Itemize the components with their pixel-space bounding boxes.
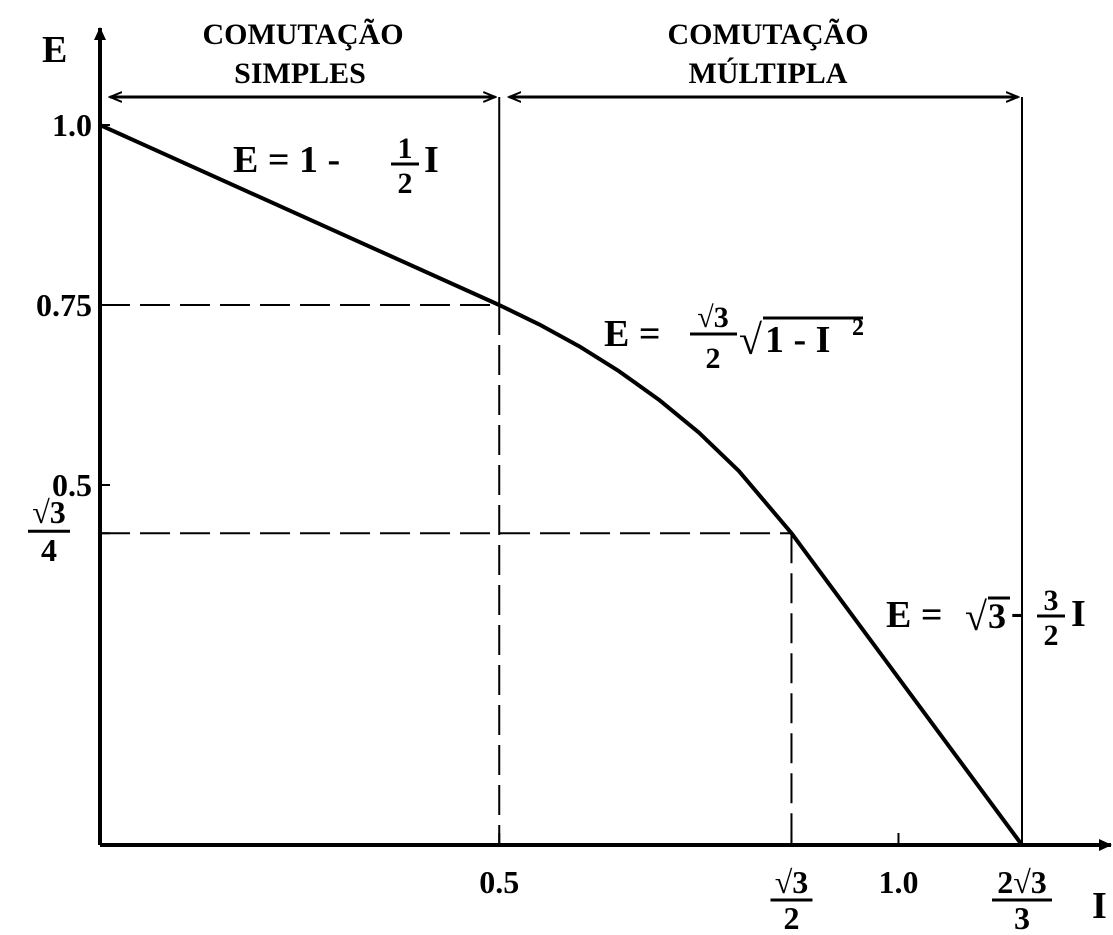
region-simples-title-line1: COMUTAÇÃO: [202, 18, 403, 51]
y-tick-label-3-num: √3: [32, 494, 66, 530]
x-tick-label-1-num: √3: [775, 864, 809, 900]
eq1-rhs: I: [424, 139, 439, 181]
y-tick-label-2: 0.5: [52, 467, 92, 503]
y-axis-label: E: [42, 29, 67, 71]
eq1-frac-num: 1: [398, 132, 413, 165]
series-line-0: [99, 123, 1024, 847]
eq3-rhs: I: [1071, 593, 1086, 635]
x-tick-label-2: 1.0: [878, 864, 918, 900]
x-axis-label: I: [1092, 885, 1107, 927]
eq3-frac-num: 3: [1044, 584, 1059, 617]
x-tick-label-1-den: 2: [783, 900, 799, 935]
eq3-radicand: 3: [988, 596, 1006, 636]
series-layer: [99, 123, 1024, 847]
eq3-lhs: E =: [886, 594, 943, 636]
region-simples-title-line2: SIMPLES: [234, 57, 366, 90]
x-tick-label-3-num: 2√3: [997, 864, 1047, 900]
eq3-minus: -: [1011, 592, 1023, 632]
y-tick-label-0: 1.0: [52, 107, 92, 143]
eq2-exponent: 2: [852, 315, 864, 341]
eq1-frac-den: 2: [398, 167, 413, 200]
eq3-root: √: [965, 594, 987, 639]
region-multipla-title-line2: MÚLTIPLA: [689, 57, 848, 90]
eq2-frac-num: √3: [697, 301, 728, 334]
x-tick-label-3-den: 3: [1014, 900, 1030, 935]
eq2-root: √: [739, 318, 763, 364]
eq2-frac-den: 2: [706, 342, 721, 375]
eq3-frac-den: 2: [1044, 619, 1059, 652]
equation-multipla-curve: E = √3 2 √ 1 - I 2: [604, 301, 864, 375]
y-tick-label-1: 0.75: [36, 287, 92, 323]
eq2-radicand: 1 - I: [765, 319, 830, 361]
eq1-lhs: E = 1 -: [233, 139, 340, 181]
equation-multipla-linear: E = √ 3 - 3 2 I: [886, 584, 1086, 652]
equation-simples: E = 1 - 1 2 I: [233, 132, 439, 200]
x-tick-label-0: 0.5: [479, 864, 519, 900]
region-boundaries: [498, 97, 1023, 845]
y-tick-label-3-den: 4: [41, 532, 57, 568]
region-multipla-title-line1: COMUTAÇÃO: [667, 18, 868, 51]
reference-lines: [100, 304, 793, 845]
tick-marks: [100, 124, 1023, 845]
eq2-lhs: E =: [604, 313, 661, 355]
